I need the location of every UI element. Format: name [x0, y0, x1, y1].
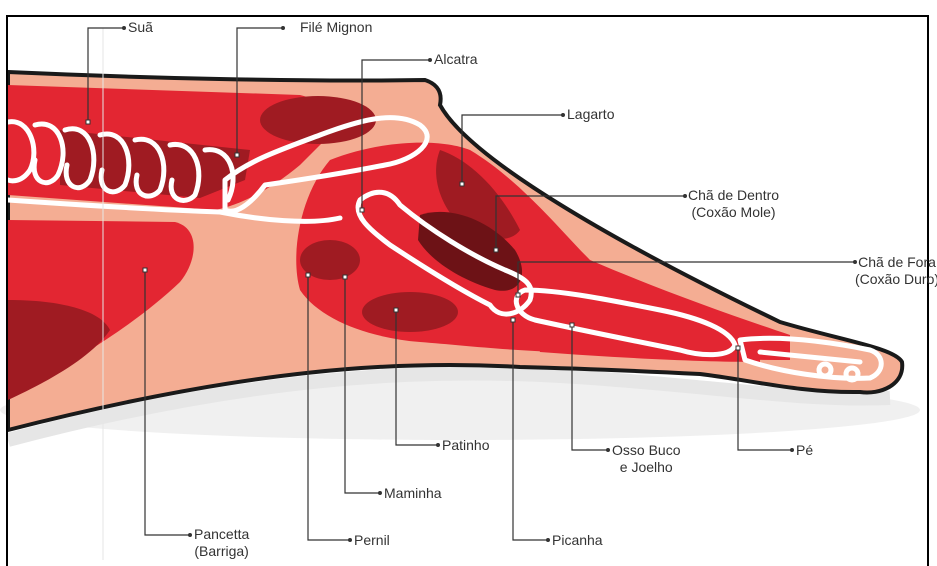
label-cha-de-dentro: Chã de Dentro (Coxão Mole)	[688, 187, 779, 221]
label-patinho: Patinho	[442, 437, 489, 454]
label-alcatra: Alcatra	[434, 51, 478, 68]
label-pernil: Pernil	[354, 532, 390, 549]
label-pancetta-name: Pancetta	[194, 526, 249, 543]
label-cha-de-fora-name: Chã de Fora	[855, 254, 937, 271]
label-pancetta-sub: (Barriga)	[194, 543, 249, 560]
label-sua: Suã	[128, 19, 153, 36]
label-osso-buco-name: Osso Buco	[612, 442, 680, 459]
label-pancetta: Pancetta (Barriga)	[194, 526, 249, 560]
label-cha-de-dentro-sub: (Coxão Mole)	[688, 204, 779, 221]
label-cha-de-dentro-name: Chã de Dentro	[688, 187, 779, 204]
label-osso-buco-sub: e Joelho	[612, 459, 680, 476]
label-cha-de-fora: Chã de Fora (Coxão Duro)	[855, 254, 937, 288]
label-file-mignon: Filé Mignon	[300, 19, 372, 36]
label-lagarto: Lagarto	[567, 106, 614, 123]
label-pe: Pé	[796, 442, 813, 459]
label-maminha: Maminha	[384, 485, 442, 502]
label-cha-de-fora-sub: (Coxão Duro)	[855, 271, 937, 288]
label-osso-buco: Osso Buco e Joelho	[612, 442, 680, 476]
label-picanha: Picanha	[552, 532, 603, 549]
patinho-region	[362, 292, 458, 332]
